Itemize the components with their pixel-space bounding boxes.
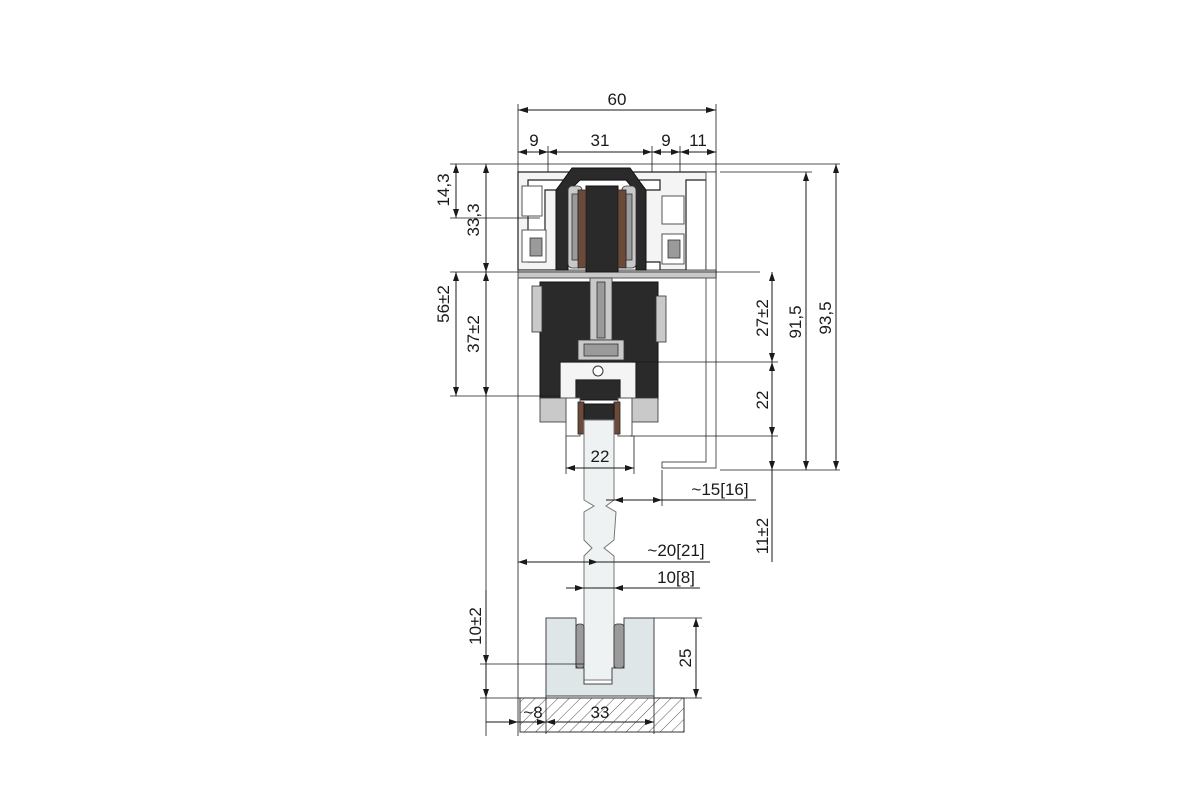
dimensions: 60 9 31 9 11 14,3 56±2 33,3: [434, 90, 840, 736]
dim-33-3: 33,3: [464, 203, 483, 236]
dim-20: ~20[21]: [647, 541, 704, 560]
dim-9-right: 9: [661, 131, 670, 150]
dim-10: 10[8]: [657, 568, 695, 587]
dim-22-horizontal: 22: [591, 447, 610, 466]
dim-27: 27±2: [753, 299, 772, 337]
dim-31: 31: [591, 131, 610, 150]
dim-25: 25: [676, 649, 695, 668]
right-frame: [661, 277, 717, 469]
dim-91-5: 91,5: [786, 305, 805, 338]
dim-93-5: 93,5: [816, 301, 835, 334]
dim-14-3: 14,3: [434, 173, 453, 206]
dim-8: ~8: [523, 703, 542, 722]
dim-10-2: 10±2: [466, 607, 485, 645]
roller-carriage: [555, 167, 647, 273]
dim-22-vertical: 22: [753, 391, 772, 410]
dim-33: 33: [591, 703, 610, 722]
floor-guide: [519, 617, 685, 733]
dim-15: ~15[16]: [691, 480, 748, 499]
dim-11-2: 11±2: [753, 518, 772, 554]
track-profile: [517, 171, 717, 279]
hanger-block: [531, 277, 667, 437]
dim-9-left: 9: [529, 131, 538, 150]
dim-56: 56±2: [434, 285, 453, 323]
dim-11: 11: [689, 131, 707, 150]
dim-37: 37±2: [464, 315, 483, 353]
dim-60: 60: [608, 90, 627, 109]
